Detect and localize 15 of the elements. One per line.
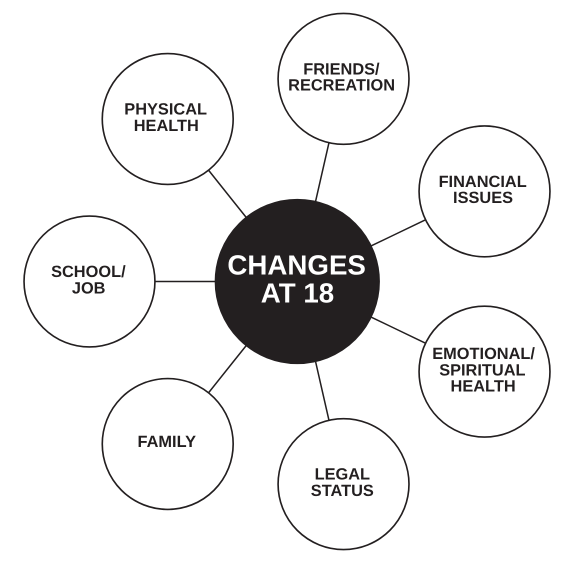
node-circle: SCHOOL/ JOB	[22, 215, 156, 348]
connector	[314, 142, 330, 202]
connector	[208, 170, 246, 218]
node-circle: FAMILY	[100, 378, 234, 510]
node-circle: CHANGES AT 18	[214, 198, 380, 364]
node-circle: PHYSICAL HEALTH	[100, 52, 234, 186]
connector	[314, 361, 330, 420]
node-circle: EMOTIONAL/ SPIRITUAL HEALTH	[418, 305, 550, 438]
node-circle: LEGAL STATUS	[276, 418, 410, 550]
node-circle: FINANCIAL ISSUES	[418, 125, 550, 258]
connector	[154, 280, 215, 282]
connector	[370, 219, 426, 247]
node-circle: FRIENDS/ RECREATION	[276, 12, 410, 146]
connector	[208, 345, 246, 394]
connector	[370, 316, 426, 344]
